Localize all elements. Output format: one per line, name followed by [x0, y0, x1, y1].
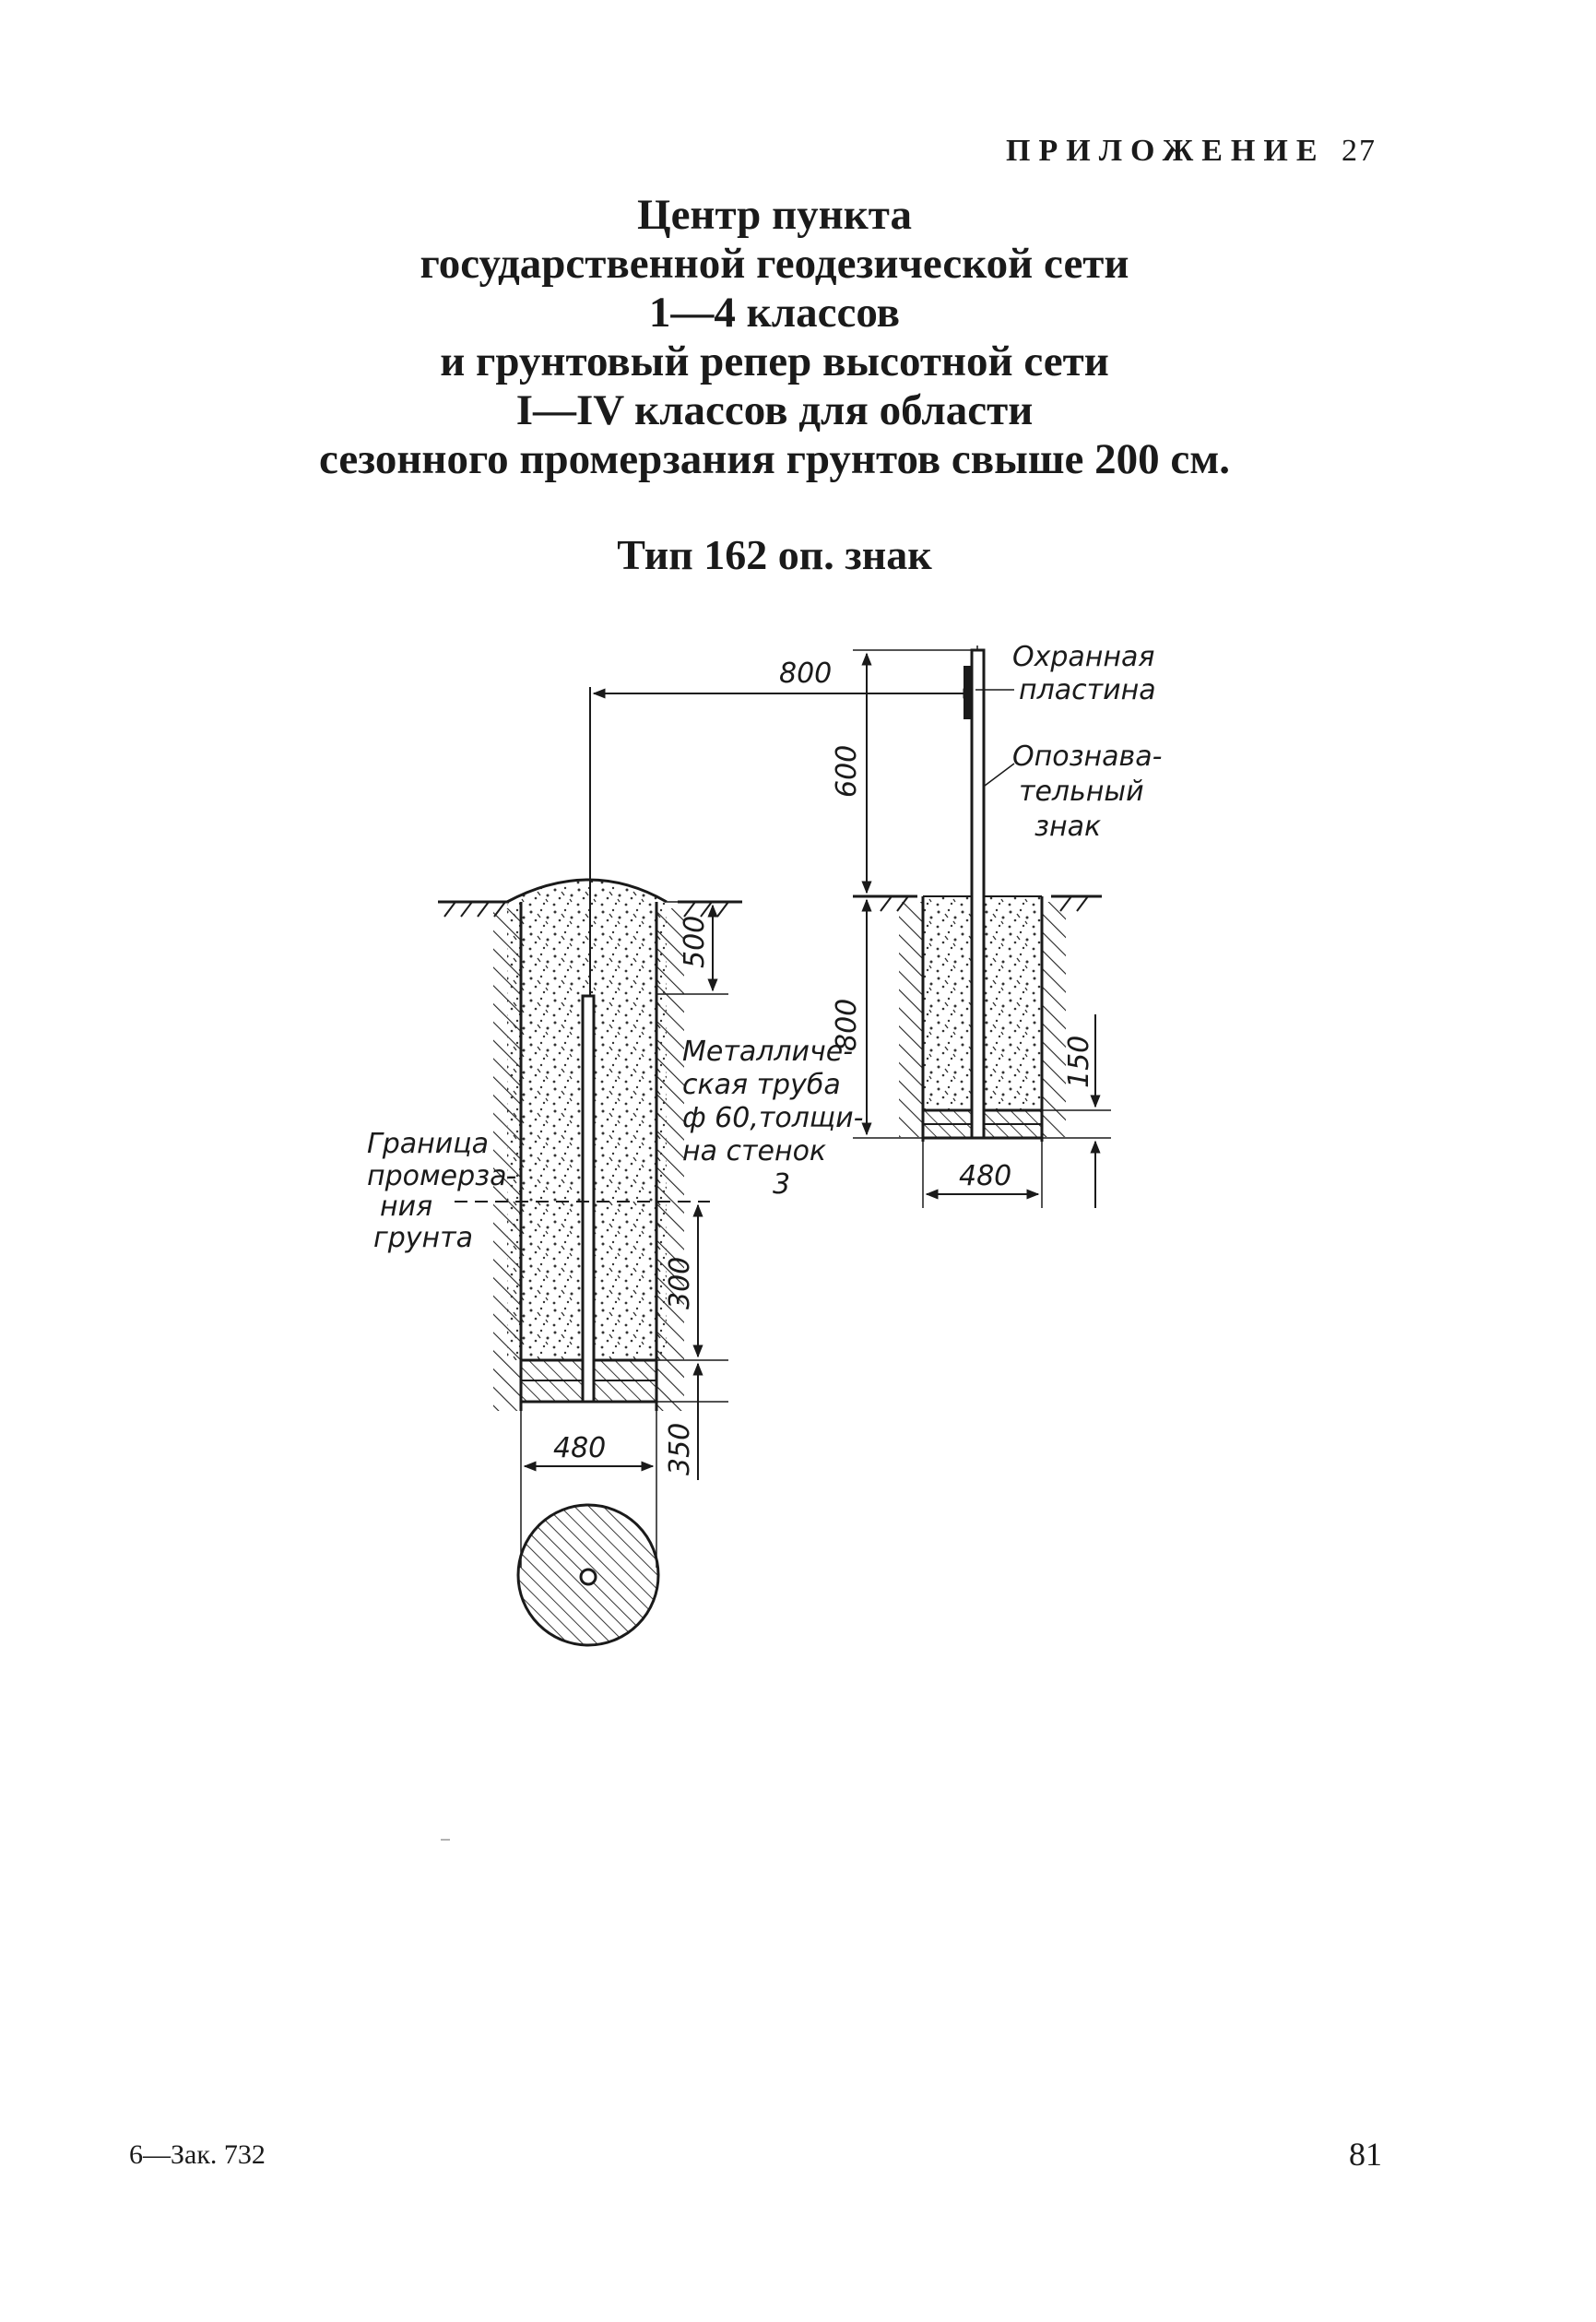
dim-width-sign: 480 — [959, 1160, 1011, 1192]
dim-width-center: 480 — [553, 1432, 606, 1464]
identification-sign-label: Опознава- тельный знак — [984, 740, 1162, 843]
dim-base-sign: 150 — [1063, 1036, 1095, 1088]
dim-sign-height: 600 — [831, 745, 863, 798]
center-pit-drawing: 500 300 350 480 Граница — [367, 687, 863, 1647]
metal-pipe — [581, 994, 596, 1404]
backfill-outline — [506, 878, 668, 904]
identification-post — [970, 648, 986, 1140]
guard-plate-label: Охранная пластина — [975, 641, 1156, 706]
document-title: Центр пункта государственной геодезическ… — [203, 191, 1346, 484]
freeze-label-4: грунта — [373, 1222, 473, 1254]
guard-plate-label-2: пластина — [1019, 674, 1156, 706]
title-line: сезонного промерзания грунтов свыше 200 … — [318, 435, 1231, 483]
sign-label-2: тельный — [1019, 776, 1144, 808]
metal-pipe-label: Металличе- ская труба ф 60,толщи- на сте… — [682, 1036, 863, 1201]
appendix-heading: ПРИЛОЖЕНИЕ 27 — [1006, 134, 1377, 169]
freeze-label-3: ния — [380, 1191, 432, 1223]
footer-order-number: 6—Зак. 732 — [129, 2139, 266, 2170]
title-line: государственной геодезической сети — [420, 240, 1129, 288]
pipe-label-1: Металличе- — [682, 1036, 853, 1068]
appendix-word: ПРИЛОЖЕНИЕ — [1006, 134, 1326, 168]
offset-dimension: 800 — [592, 646, 978, 701]
dim-pipe-top: 500 — [679, 916, 711, 968]
dim-below-freeze: 300 — [664, 1257, 696, 1309]
title-line: и грунтовый репер высотной сети — [440, 338, 1109, 385]
title-line: Центр пункта — [637, 191, 912, 239]
pipe-label-4: на стенок — [682, 1135, 826, 1167]
dim-pit-depth-sign: 800 — [831, 999, 863, 1051]
dim-offset: 800 — [779, 658, 832, 690]
pipe-label-3: ф 60,толщи- — [682, 1102, 863, 1134]
type-subtitle: Тип 162 оп. знак — [617, 531, 932, 578]
plan-view — [516, 1480, 660, 1647]
sign-label-1: Опознава- — [1012, 740, 1162, 773]
freeze-label-1: Граница — [367, 1128, 489, 1160]
plan-view-pipe — [579, 1568, 597, 1586]
title-line: I—IV классов для области — [515, 386, 1034, 434]
sign-label-3: знак — [1034, 811, 1101, 843]
appendix-number: 27 — [1342, 134, 1377, 168]
title-line: 1—4 классов — [648, 289, 901, 337]
freeze-label-2: промерза- — [367, 1160, 516, 1192]
sign-pit-drawing: 600 800 — [831, 641, 1162, 1208]
page-number: 81 — [1349, 2136, 1382, 2173]
guard-plate-label-1: Охранная — [1012, 641, 1154, 673]
pipe-label-5: 3 — [773, 1168, 790, 1201]
freeze-boundary-label: Граница промерза- ния грунта — [367, 1128, 516, 1254]
guard-plate — [964, 666, 971, 719]
pipe-label-2: ская труба — [682, 1069, 841, 1101]
dim-base-center: 350 — [664, 1423, 696, 1475]
